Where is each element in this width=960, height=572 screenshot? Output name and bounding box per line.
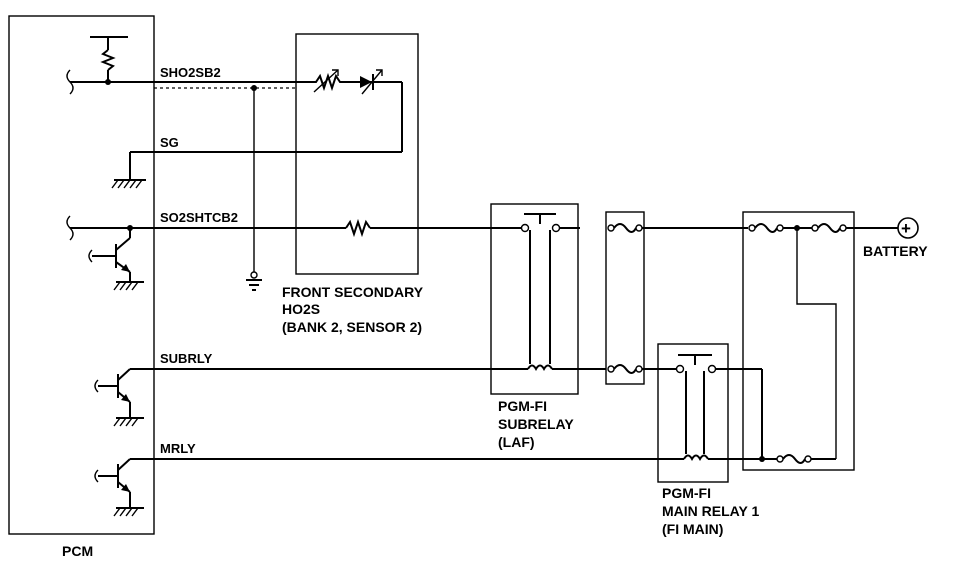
wire-label-sho2sb2: SHO2SB2 <box>160 65 221 80</box>
ground-icon <box>246 271 262 291</box>
relay-coil-icon <box>683 371 709 462</box>
battery-terminal-icon: + <box>897 217 919 239</box>
subrelay-box <box>490 203 579 395</box>
sensor-label-line2: HO2S <box>282 301 320 317</box>
pull-up-resistor <box>90 36 128 85</box>
transistor-icon <box>88 228 144 291</box>
variable-element-icon <box>350 69 402 95</box>
subrly-label: SUBRLY <box>160 351 213 366</box>
resistor-icon <box>100 49 116 71</box>
relay-contact-icon <box>675 354 717 374</box>
ho2s-box <box>295 33 419 275</box>
battery-plus-symbol: + <box>901 219 911 238</box>
battery-label: BATTERY <box>863 243 928 259</box>
wire-label-so2shtcb2: SO2SHTCB2 <box>160 210 238 225</box>
mrly-label: MRLY <box>160 441 196 456</box>
pcm-box <box>8 15 155 535</box>
subrelay-label-line2: SUBRELAY <box>498 416 574 432</box>
fuse-icon <box>748 223 784 233</box>
fuse-box-right <box>742 211 855 471</box>
mainrelay-label-line1: PGM-FI <box>662 485 711 501</box>
sensor-element-icon <box>310 69 350 93</box>
subrelay-label-line1: PGM-FI <box>498 398 547 414</box>
wire-label-sg: SG <box>160 135 179 150</box>
ground-icon <box>111 179 146 189</box>
mainrelay-label-line2: MAIN RELAY 1 <box>662 503 759 519</box>
mainrelay-label-line3: (FI MAIN) <box>662 521 723 537</box>
relay-coil-icon <box>527 230 553 372</box>
pcm-label: PCM <box>62 543 93 559</box>
mainrelay-box <box>657 343 729 483</box>
relay-contact-icon <box>520 213 561 233</box>
sensor-label-line3: (BANK 2, SENSOR 2) <box>282 319 422 335</box>
sensor-label-line1: FRONT SECONDARY <box>282 284 424 300</box>
heater-icon <box>345 218 371 238</box>
fuse-box-middle <box>605 211 645 385</box>
transistor-icon <box>94 368 154 427</box>
subrelay-label-line3: (LAF) <box>498 434 535 450</box>
fuse-icon <box>776 454 812 464</box>
fuse-icon <box>811 223 847 233</box>
fuse-icon <box>607 364 643 374</box>
fuse-icon <box>607 223 643 233</box>
transistor-icon <box>94 458 154 517</box>
